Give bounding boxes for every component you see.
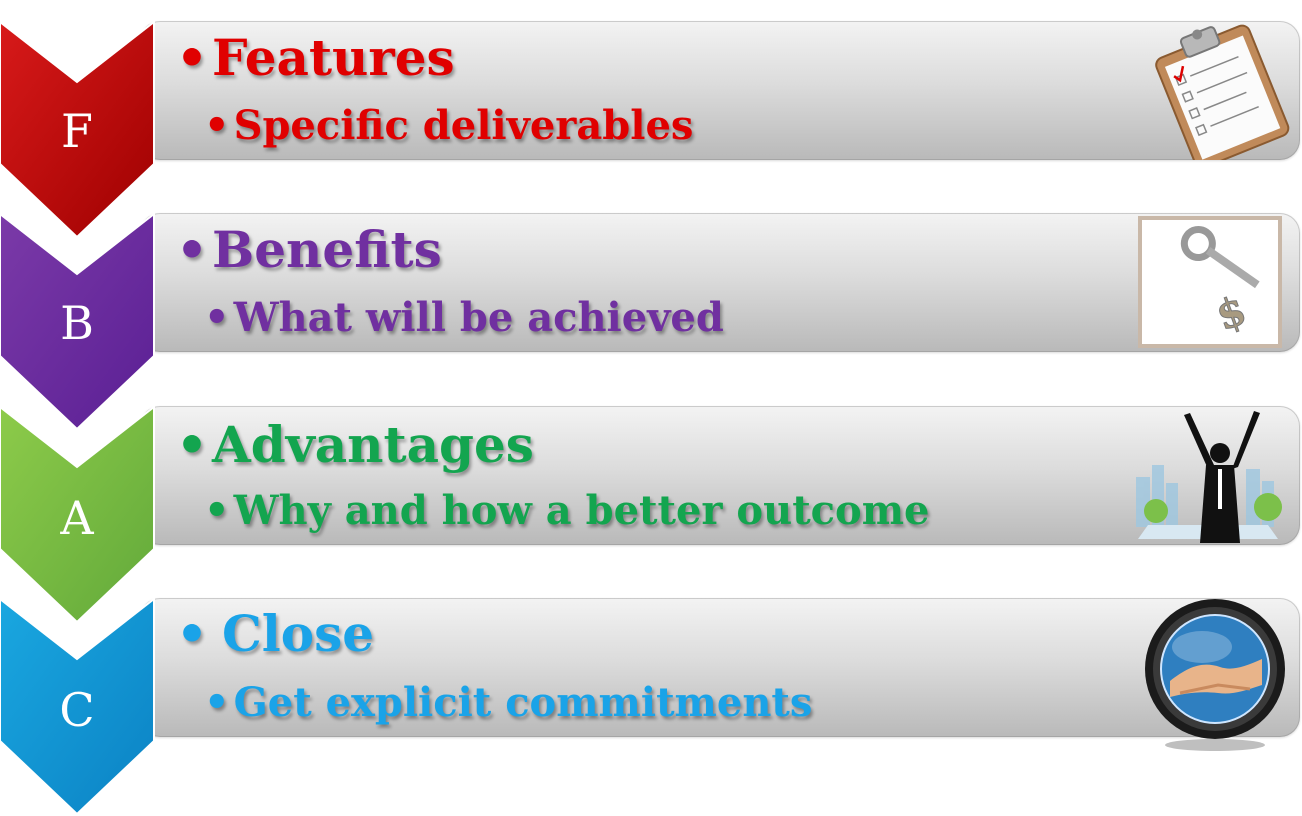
chevron-f: [0, 19, 155, 239]
chevron-b: [0, 211, 155, 431]
detail-features: •Specific deliverables: [204, 102, 694, 149]
row-advantages: A •Advantages •Why and how a better outc…: [0, 385, 1302, 624]
celebrating-person-city-icon: [1136, 411, 1282, 543]
features-panel: [140, 21, 1300, 160]
detail-close: •Get explicit commitments: [204, 679, 813, 726]
clipboard-checklist-icon: [1155, 24, 1290, 160]
key-dollar-icon: $: [1138, 216, 1282, 348]
detail-advantages: •Why and how a better outcome: [204, 487, 930, 534]
heading-close: •Close: [176, 604, 375, 663]
row-features: F •Features •Specific deliverables: [0, 0, 1302, 239]
detail-benefits: •What will be achieved: [204, 294, 724, 341]
letter-b: B: [60, 296, 94, 350]
handshake-globe-icon: [1145, 599, 1285, 751]
letter-c: C: [59, 683, 95, 737]
row-close: C •Close •Get explicit commitments: [0, 577, 1302, 816]
letter-a: A: [60, 491, 94, 545]
chevron-c: [0, 596, 155, 816]
heading-benefits: •Benefits: [176, 220, 442, 279]
benefits-panel: [140, 213, 1300, 352]
row-benefits: B •Benefits •What will be achieved $: [0, 192, 1302, 431]
chevron-a: [0, 404, 155, 624]
heading-advantages: •Advantages: [176, 415, 534, 474]
close-panel: [140, 598, 1300, 737]
advantages-panel: [140, 406, 1300, 545]
letter-f: F: [61, 104, 93, 158]
heading-features: •Features: [176, 28, 455, 87]
